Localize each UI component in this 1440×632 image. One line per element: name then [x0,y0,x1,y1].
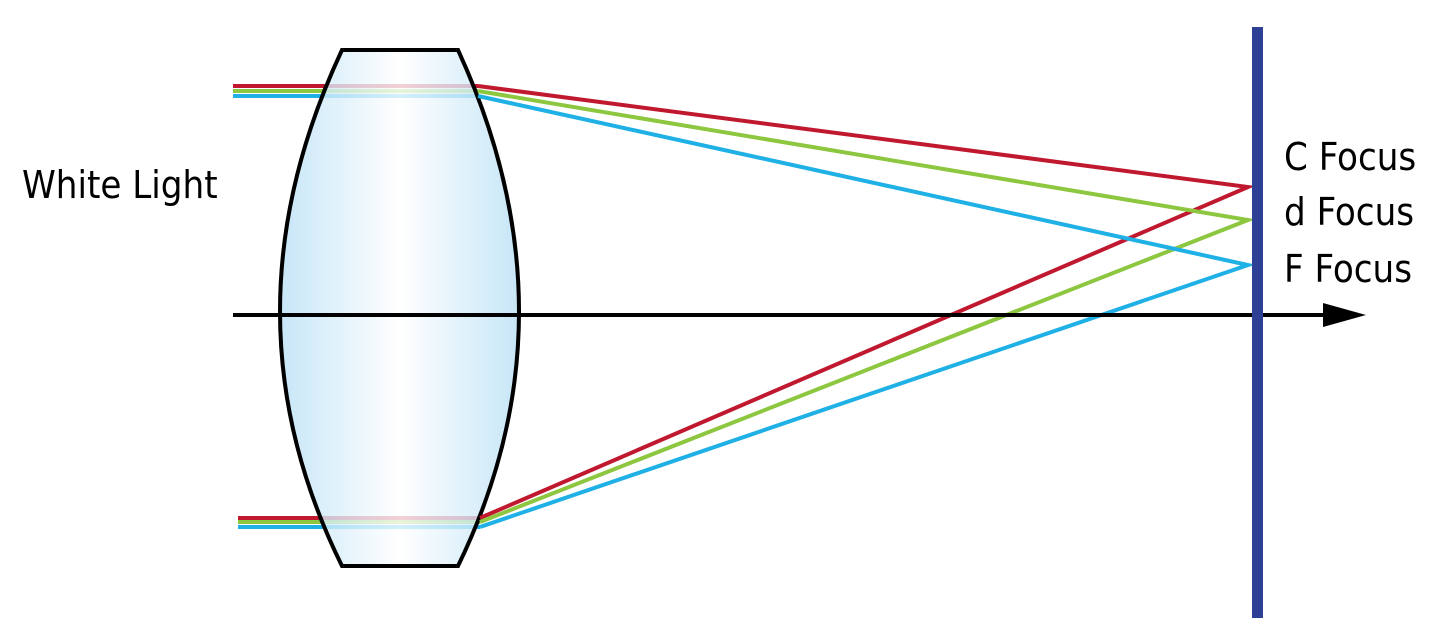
biconvex-lens [278,48,521,568]
refracted-rays [477,84,1256,529]
ray-c-path [477,84,1256,520]
white-light-label: White Light [22,163,218,207]
focal-plane [1252,27,1263,618]
ray-d-path [477,89,1256,524]
c-focus-label: C Focus [1284,135,1416,179]
f-focus-label: F Focus [1284,247,1412,291]
d-focus-label: d Focus [1284,190,1414,234]
axis-arrowhead [1323,303,1366,327]
ray-f-path [477,94,1256,529]
